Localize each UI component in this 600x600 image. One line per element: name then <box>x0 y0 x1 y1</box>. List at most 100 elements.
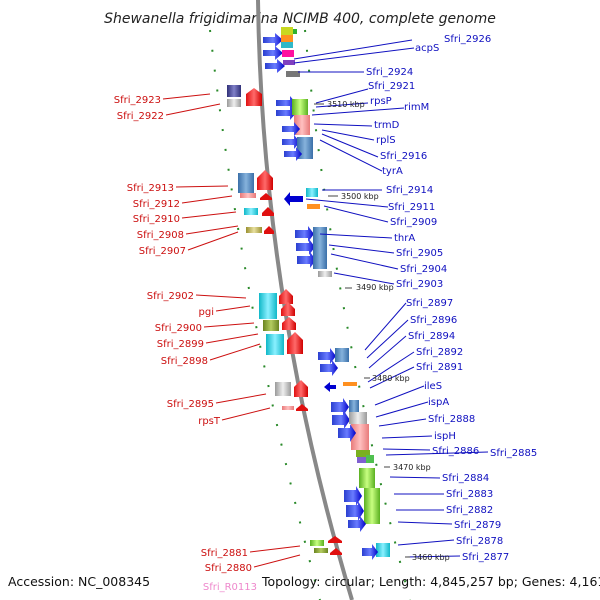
gene-label[interactable]: Sfri_2910 <box>133 214 180 225</box>
gene-label[interactable]: Sfri_2881 <box>201 548 248 559</box>
gene-sfri-2908[interactable] <box>246 227 262 233</box>
gene-label[interactable]: Sfri_2891 <box>416 362 463 373</box>
gene-sfri-2886[interactable] <box>356 450 370 457</box>
gene-label[interactable]: Sfri_2907 <box>139 246 186 257</box>
gene-rpls[interactable] <box>282 122 300 136</box>
gene-sfri-2912[interactable] <box>257 170 273 190</box>
gene-pgi[interactable] <box>279 289 293 304</box>
gene-sfri-2910[interactable] <box>244 208 258 215</box>
gene-label[interactable]: Sfri_2879 <box>454 520 501 531</box>
gene-thra[interactable] <box>295 226 314 242</box>
gene-label[interactable]: Sfri_2926 <box>444 34 491 45</box>
gene-label[interactable]: tyrA <box>382 166 403 177</box>
gene-block[interactable] <box>281 42 293 48</box>
gene-label[interactable]: thrA <box>394 233 415 244</box>
gene-block[interactable] <box>281 35 293 42</box>
gene-sfri-2896[interactable] <box>335 348 349 362</box>
gene-block[interactable] <box>283 60 295 65</box>
gene-block[interactable] <box>282 317 296 330</box>
gene-sfri-2884[interactable] <box>359 468 375 488</box>
gene-block[interactable] <box>227 99 241 107</box>
gene-block[interactable] <box>338 424 356 442</box>
gene-sfri-2899[interactable] <box>266 334 284 355</box>
gene-sfri-2883[interactable] <box>344 486 362 506</box>
gene-block[interactable] <box>281 302 295 316</box>
gene-label[interactable]: Sfri_2908 <box>137 230 184 241</box>
gene-label[interactable]: Sfri_2877 <box>462 552 509 563</box>
gene-sfri-2897[interactable] <box>318 348 336 364</box>
gene-label[interactable]: Sfri_2886 <box>432 446 479 457</box>
gene-block[interactable] <box>284 147 302 161</box>
gene-label[interactable]: Sfri_2911 <box>388 202 435 213</box>
gene-sfri-2878[interactable] <box>376 543 390 557</box>
gene-sfri-2905[interactable] <box>297 252 316 268</box>
gene-label[interactable]: rplS <box>376 135 396 146</box>
gene-label[interactable]: Sfri_2882 <box>446 505 493 516</box>
gene-label[interactable]: Sfri_2899 <box>157 339 204 350</box>
gene-label[interactable]: Sfri_2922 <box>117 111 164 122</box>
gene-label[interactable]: Sfri_2904 <box>400 264 447 275</box>
gene-block[interactable] <box>262 207 274 216</box>
gene-label[interactable]: rpsT <box>198 416 221 427</box>
gene-block[interactable] <box>349 400 359 412</box>
gene-block[interactable] <box>348 516 366 532</box>
gene-label[interactable]: Sfri_2888 <box>428 414 475 425</box>
gene-sfri-2879[interactable] <box>364 488 380 524</box>
gene-sfri-2907[interactable] <box>264 226 274 234</box>
gene-rimm[interactable] <box>292 99 308 115</box>
gene-label[interactable]: Sfri_2884 <box>442 473 489 484</box>
gene-block[interactable] <box>282 50 294 57</box>
gene-sfri-2891[interactable] <box>343 382 357 386</box>
gene-label[interactable]: rpsP <box>370 96 392 107</box>
gene-block[interactable] <box>296 239 315 255</box>
gene-block[interactable] <box>260 193 272 200</box>
gene-sfri-2882[interactable] <box>346 501 364 521</box>
gene-label[interactable]: Sfri_2897 <box>406 298 453 309</box>
gene-label[interactable]: Sfri_2880 <box>205 563 252 574</box>
gene-ispa[interactable] <box>332 411 350 429</box>
gene-label[interactable]: ileS <box>424 381 442 392</box>
gene-sfri-2909[interactable] <box>307 204 320 209</box>
gene-label[interactable]: acpS <box>415 43 439 54</box>
gene-label[interactable]: ispA <box>428 397 449 408</box>
gene-label[interactable]: Sfri_2892 <box>416 347 463 358</box>
gene-block[interactable] <box>366 455 374 463</box>
gene-sfri-2914[interactable] <box>306 188 318 197</box>
gene-block[interactable] <box>286 71 300 77</box>
gene-sfri-2913[interactable] <box>238 173 254 193</box>
gene-sfri-2892[interactable] <box>324 382 336 392</box>
gene-sfri-2888[interactable] <box>349 412 367 424</box>
gene-label[interactable]: Sfri_2895 <box>167 399 214 410</box>
gene-label[interactable]: Sfri_2912 <box>133 199 180 210</box>
gene-sfri-2881[interactable] <box>310 540 324 546</box>
gene-sfri-2902[interactable] <box>259 293 277 319</box>
gene-label[interactable]: Sfri_2905 <box>396 248 443 259</box>
gene-label[interactable]: Sfri_2916 <box>380 151 427 162</box>
gene-sfri-2880[interactable] <box>314 548 328 553</box>
gene-block[interactable] <box>240 193 256 198</box>
gene-sfri-2923[interactable] <box>227 85 241 97</box>
gene-block[interactable] <box>294 380 308 397</box>
gene-sfri-2904[interactable] <box>313 227 327 269</box>
gene-label[interactable]: Sfri_2878 <box>456 536 503 547</box>
gene-block[interactable] <box>328 536 342 543</box>
gene-block[interactable] <box>330 548 342 555</box>
gene-label[interactable]: Sfri_2902 <box>147 291 194 302</box>
gene-label[interactable]: pgi <box>199 307 214 318</box>
gene-sfri-2921[interactable] <box>276 96 296 110</box>
gene-label[interactable]: Sfri_2903 <box>396 279 443 290</box>
gene-label[interactable]: Sfri_2900 <box>155 323 202 334</box>
gene-label[interactable]: Sfri_2898 <box>161 356 208 367</box>
gene-block[interactable] <box>296 404 308 411</box>
gene-block[interactable] <box>281 27 293 35</box>
gene-sfri-2898[interactable] <box>287 332 303 354</box>
gene-label[interactable]: Sfri_2909 <box>390 217 437 228</box>
gene-label[interactable]: Sfri_2885 <box>490 448 537 459</box>
gene-block[interactable] <box>293 29 297 34</box>
rna-label[interactable]: Sfri_R0113 <box>203 582 257 593</box>
gene-label[interactable]: Sfri_2896 <box>410 315 457 326</box>
gene-label[interactable]: trmD <box>374 120 400 131</box>
gene-label[interactable]: Sfri_2883 <box>446 489 493 500</box>
gene-label[interactable]: rimM <box>404 102 429 113</box>
gene-rpst[interactable] <box>282 406 294 410</box>
